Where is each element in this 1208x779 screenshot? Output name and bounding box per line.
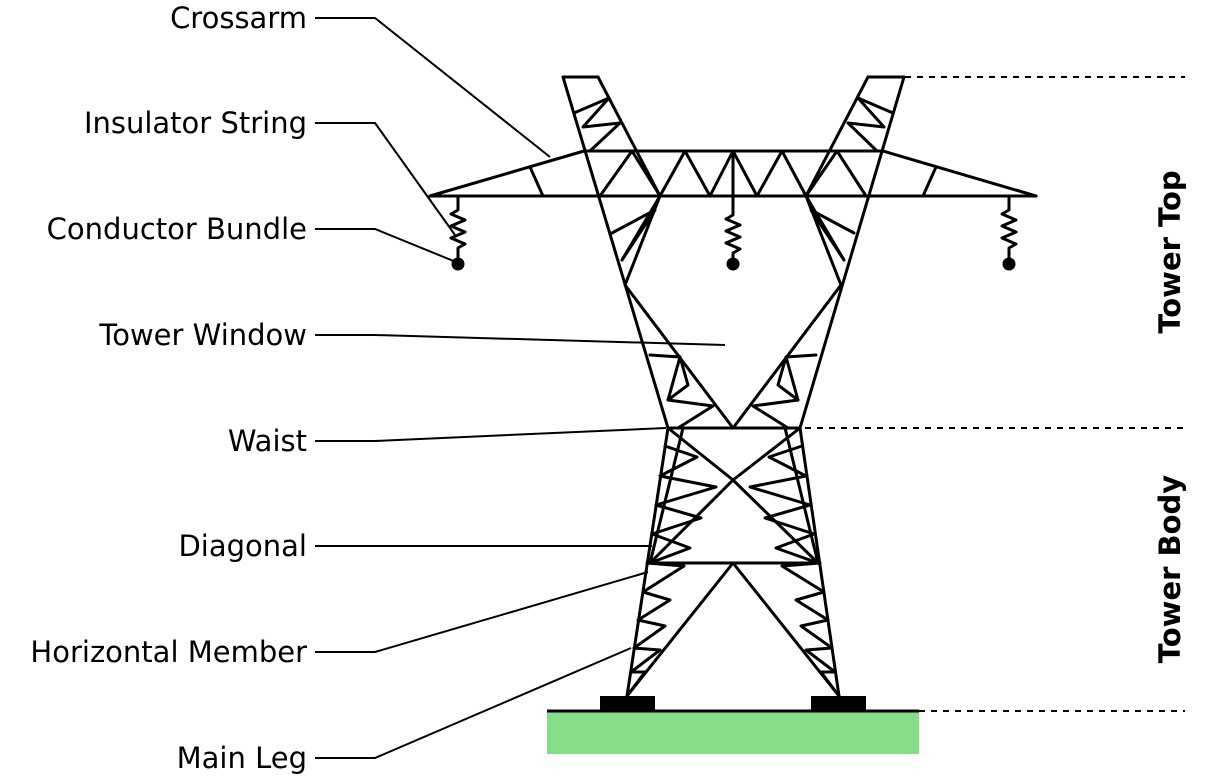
right-footing bbox=[811, 696, 866, 711]
label-conductor-bundle: Conductor Bundle bbox=[47, 212, 307, 246]
leader-insulator-string bbox=[315, 122, 456, 236]
section-label-tower-top: Tower Top bbox=[1153, 170, 1187, 333]
ground-slab bbox=[547, 711, 919, 754]
insulator-right bbox=[1000, 194, 1018, 262]
conductor-bundle-right bbox=[1002, 257, 1016, 271]
label-insulator-string: Insulator String bbox=[84, 106, 307, 140]
left-footing bbox=[600, 696, 655, 711]
section-label-tower-body: Tower Body bbox=[1153, 475, 1187, 663]
leader-conductor-bundle bbox=[315, 228, 457, 263]
label-horizontal-member: Horizontal Member bbox=[30, 635, 307, 669]
conductor-bundle-center bbox=[726, 257, 740, 271]
label-waist: Waist bbox=[228, 424, 307, 458]
leader-waist bbox=[315, 427, 667, 442]
conductor-bundle-left bbox=[451, 257, 465, 271]
leader-main-leg bbox=[315, 647, 632, 759]
leader-tower-window bbox=[315, 334, 726, 346]
label-tower-window: Tower Window bbox=[98, 318, 307, 352]
insulator-left bbox=[449, 194, 467, 262]
leader-crossarm bbox=[315, 17, 551, 158]
label-diagonal: Diagonal bbox=[178, 529, 307, 563]
label-main-leg: Main Leg bbox=[177, 741, 307, 775]
label-crossarm: Crossarm bbox=[170, 1, 307, 35]
insulator-center bbox=[724, 206, 742, 262]
leader-horizontal-member bbox=[315, 571, 649, 653]
tower-structure bbox=[428, 75, 1038, 698]
